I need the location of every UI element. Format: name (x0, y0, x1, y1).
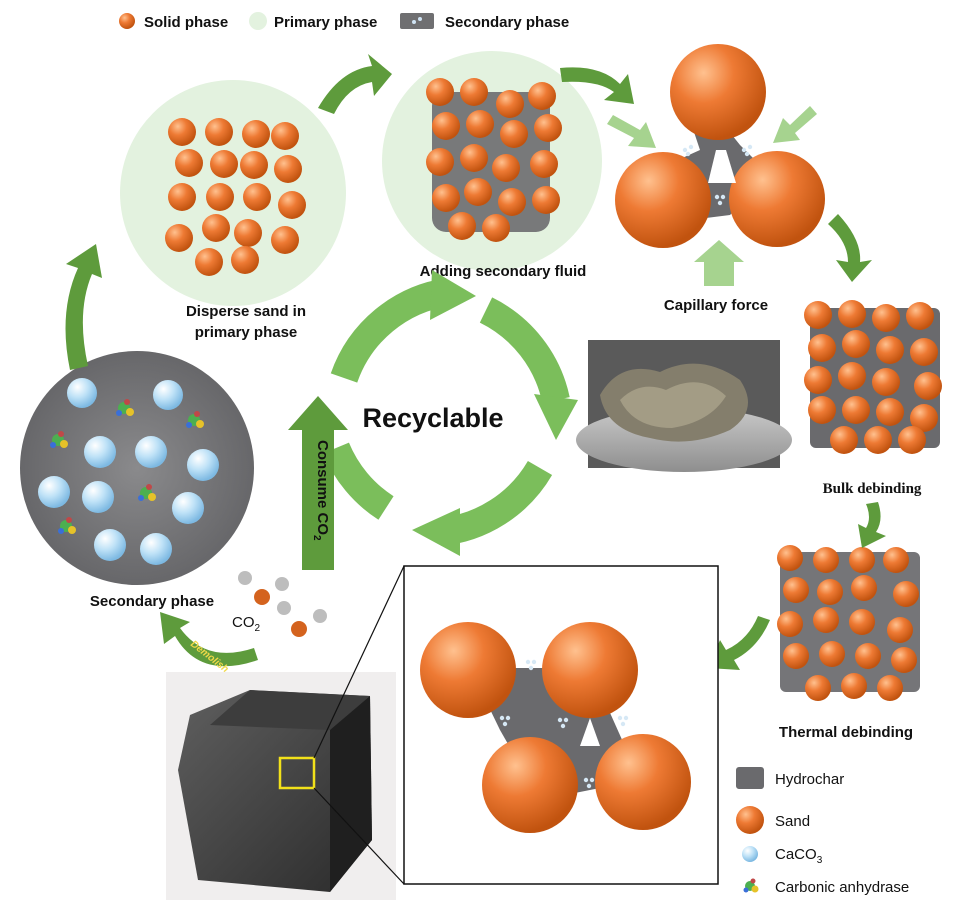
cycle-head-2 (534, 394, 578, 440)
capillary-sand-right (729, 151, 825, 247)
consume-co2-arrow: Consume CO2 (288, 396, 348, 570)
top-legend: Solid phase Primary phase Secondary phas… (119, 12, 569, 31)
caco3-particles (38, 378, 219, 565)
bulk-label: Bulk debinding (823, 481, 922, 497)
co2-label: CO2 (232, 614, 261, 634)
consume-co2-label: Consume CO2 (311, 440, 331, 541)
arrow-6-to-1 (65, 244, 102, 370)
enzyme-icons (50, 399, 204, 534)
arrow-1-to-2 (318, 54, 392, 114)
pressure-arrow-left (607, 115, 656, 148)
bottom-legend: Hydrochar Sand CaCO3 Carbonic anhydrase (736, 767, 909, 896)
disperse-step: Disperse sand in primary phase (120, 80, 346, 341)
secondary-phase-circle (20, 351, 254, 585)
co2-molecules: CO2 (232, 571, 327, 637)
arrow-2-to-3 (560, 67, 634, 104)
legend-hydrochar-label: Hydrochar (775, 771, 844, 788)
bulk-debinding-step: Bulk debinding (804, 300, 942, 497)
legend-primary-swatch (249, 12, 267, 30)
legend-enzyme-label: Carbonic anhydrase (775, 879, 909, 896)
legend-secondary-swatch (400, 13, 434, 29)
process-arrows: Demolish (65, 54, 886, 675)
recycle-cycle: Recyclable (323, 270, 578, 556)
disperse-label-line1: Disperse sand in (186, 303, 306, 320)
zoom-sand-2 (542, 622, 638, 718)
zoom-sand-4 (595, 734, 691, 830)
legend-sand-label: Sand (775, 813, 810, 830)
secondary-phase-step: Secondary phase (20, 351, 254, 610)
pressure-arrow-bottom (694, 240, 744, 286)
legend-solid-label: Solid phase (144, 14, 228, 31)
dispersed-sand (165, 118, 306, 276)
secondary-phase-label: Secondary phase (90, 593, 214, 610)
adding-label: Adding secondary fluid (420, 263, 587, 280)
zoom-sand-1 (420, 622, 516, 718)
legend-solid-swatch (119, 13, 135, 29)
cycle-arc-top-right (479, 297, 570, 404)
disperse-label-line2: primary phase (195, 324, 298, 341)
photo-pan (576, 340, 792, 472)
zoom-box (278, 756, 316, 790)
arrow-4-to-5 (858, 502, 886, 548)
legend-caco3-swatch (742, 846, 758, 862)
pressure-arrow-right (773, 106, 817, 143)
bulk-sand (804, 300, 942, 454)
legend-caco3-label: CaCO3 (775, 846, 823, 866)
arrow-5-to-demolish (708, 616, 770, 670)
capillary-sand-top (670, 44, 766, 140)
capillary-sand-left (615, 152, 711, 248)
demolish-arrow (160, 612, 258, 667)
thermal-debinding-step: Thermal debinding (777, 545, 920, 741)
adding-secondary-step: Adding secondary fluid (382, 51, 602, 280)
recyclable-label: Recyclable (362, 403, 503, 433)
capillary-gap (708, 150, 736, 183)
legend-primary-label: Primary phase (274, 14, 377, 31)
thermal-label: Thermal debinding (779, 724, 913, 741)
bridged-sand (426, 78, 562, 242)
arrow-3-to-4 (828, 214, 872, 282)
legend-hydrochar-swatch (736, 767, 764, 789)
cycle-head-1 (430, 270, 476, 320)
cycle-arc-bottom-left (323, 442, 394, 520)
legend-sand-swatch (736, 806, 764, 834)
cycle-head-3 (412, 508, 460, 556)
zoom-sand-3 (482, 737, 578, 833)
zoom-panel (403, 565, 719, 885)
thermal-sand (777, 545, 919, 701)
legend-secondary-label: Secondary phase (445, 14, 569, 31)
photo-hydrochar-cube (166, 565, 405, 900)
capillary-label: Capillary force (664, 297, 768, 314)
capillary-step: Capillary force (607, 44, 825, 314)
legend-enzyme-swatch (743, 878, 759, 893)
